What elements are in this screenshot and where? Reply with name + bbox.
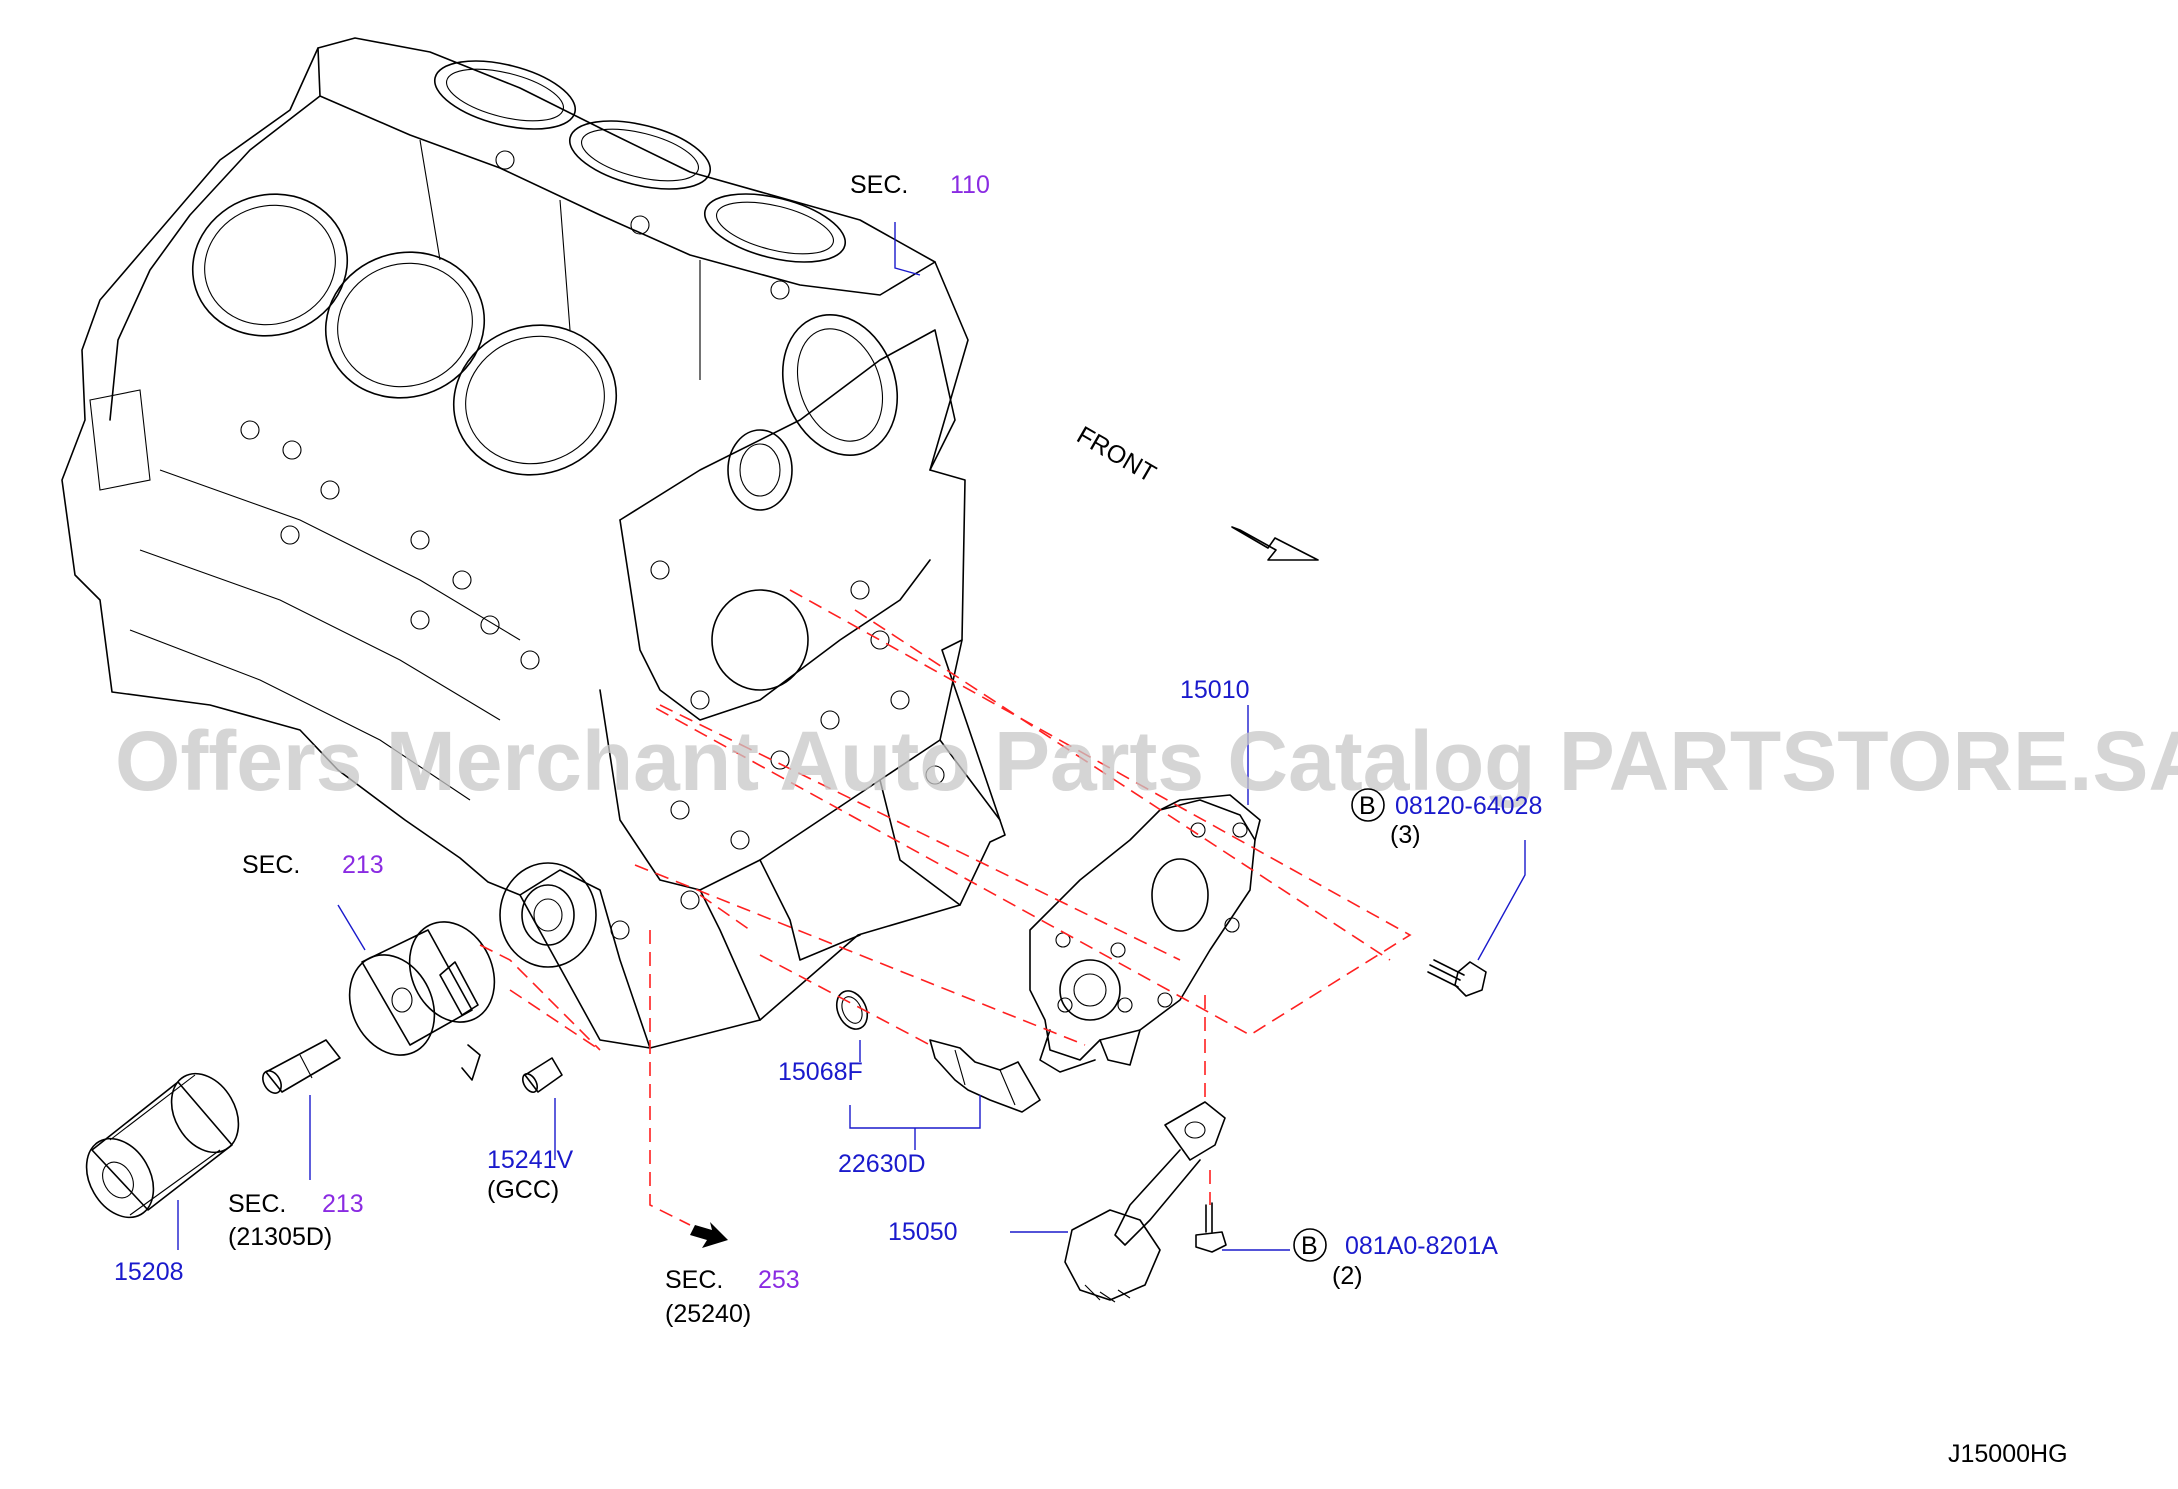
qty-08120-64028: (3) <box>1390 821 1421 849</box>
bolt-marker-b2: B <box>1301 1232 1318 1260</box>
part-15010[interactable]: 15010 <box>1180 676 1250 704</box>
sec213-top-number[interactable]: 213 <box>342 851 384 879</box>
sec253-arrow-icon <box>690 1222 728 1248</box>
part-15068F[interactable]: 15068F <box>778 1058 863 1086</box>
sec213-bottom-prefix: SEC. <box>228 1190 286 1218</box>
bolt-081A0-drawing <box>1195 1202 1227 1253</box>
part-15208[interactable]: 15208 <box>114 1258 184 1286</box>
leader-lines <box>177 222 1526 1251</box>
sec213-bottom-number[interactable]: 213 <box>322 1190 364 1218</box>
oil-filter-drawing <box>85 1072 240 1219</box>
sec110-prefix: SEC. <box>850 171 908 199</box>
sec110-number[interactable]: 110 <box>950 171 990 199</box>
sec253-prefix: SEC. <box>665 1266 723 1294</box>
diagram-id: J15000HG <box>1948 1440 2068 1468</box>
part-15050[interactable]: 15050 <box>888 1218 958 1246</box>
sec253-number[interactable]: 253 <box>758 1266 800 1294</box>
oil-strainer-drawing <box>1064 1101 1226 1303</box>
front-label: FRONT <box>1072 421 1161 488</box>
relief-valve-drawing <box>521 1057 563 1093</box>
part-22630D[interactable]: 22630D <box>838 1150 926 1178</box>
part-081A0-8201A[interactable]: 081A0-8201A <box>1345 1232 1498 1260</box>
bolt-marker-b1: B <box>1359 792 1376 820</box>
part-15241V[interactable]: 15241V <box>487 1146 574 1174</box>
note-15241V: (GCC) <box>487 1176 559 1204</box>
sec253-ref: (25240) <box>665 1300 751 1328</box>
oil-cooler-drawing <box>348 921 496 1081</box>
gasket-drawing <box>835 990 869 1030</box>
bolt-marker-b2-circle <box>1293 1228 1327 1262</box>
engine-block-drawing <box>61 37 1006 1049</box>
qty-081A0-8201A: (2) <box>1332 1262 1363 1290</box>
connector-21305D-drawing <box>262 1039 341 1094</box>
part-08120-64028[interactable]: 08120-64028 <box>1395 792 1542 820</box>
sec213-top-prefix: SEC. <box>242 851 300 879</box>
bolt-08120-drawing <box>1427 959 1487 997</box>
oil-pressure-sensor-drawing <box>929 1039 1041 1113</box>
assembly-guide-lines <box>479 589 1412 1226</box>
bolt-marker-b-circle <box>1351 788 1385 822</box>
front-arrow-icon <box>1231 526 1319 561</box>
watermark-text: Offers Merchant Auto Parts Catalog PARTS… <box>115 714 2178 808</box>
sec213-bottom-ref: (21305D) <box>228 1223 332 1251</box>
